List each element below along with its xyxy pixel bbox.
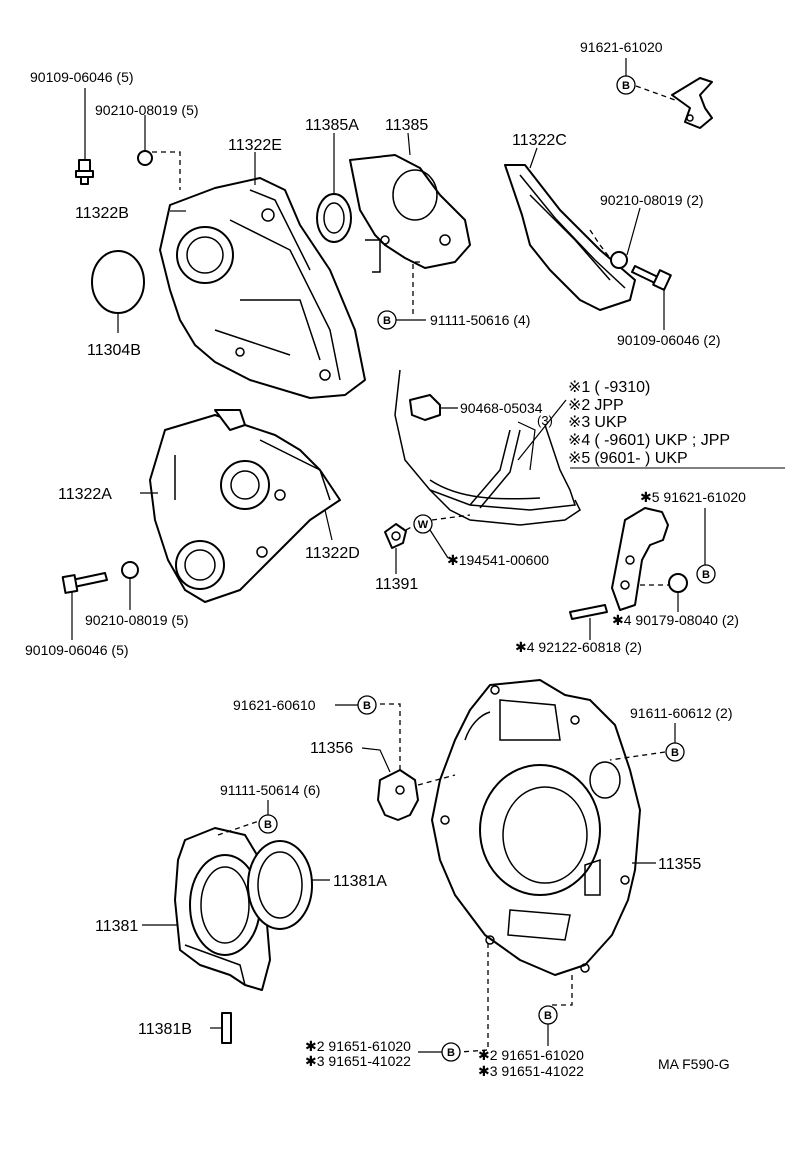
label-11304B: 11304B <box>87 342 141 359</box>
bubble-w-sensor: W <box>413 514 433 534</box>
engine-block-section <box>394 369 581 526</box>
label-11385A: 11385A <box>305 117 359 134</box>
label-90468-05034: 90468-05034 <box>460 400 543 416</box>
label-b-left-2: ✱3 91651-41022 <box>305 1053 411 1069</box>
svg-text:B: B <box>544 1010 552 1022</box>
label-11322D: 11322D <box>305 545 360 562</box>
legend-5: ※5(9601- ) UKP <box>568 450 688 467</box>
svg-text:B: B <box>622 80 630 92</box>
label-11355: 11355 <box>658 856 701 873</box>
bubble-b-lower-left: B <box>441 1042 461 1062</box>
bubble-b-mid-right: B <box>696 564 716 584</box>
label-91621-61020-mid: ✱5 91621-61020 <box>640 489 746 505</box>
timing-cover-11322B <box>159 177 366 399</box>
retainer-11381 <box>174 827 271 991</box>
label-91621-60610: 91621-60610 <box>233 697 316 713</box>
label-b-right-2: ✱3 91651-41022 <box>478 1063 584 1079</box>
label-11322E: 11322E <box>228 137 282 154</box>
plug-11304B <box>91 250 145 333</box>
svg-text:B: B <box>447 1047 455 1059</box>
end-plate-11355 <box>431 679 641 976</box>
label-11391: 11391 <box>375 576 418 593</box>
label-90210-08019-right: 90210-08019 (2) <box>600 192 704 208</box>
nut-90210-08019-mid <box>121 561 139 610</box>
bubble-b-bottom-left: B <box>357 695 377 715</box>
label-11381B: 11381B <box>138 1021 192 1038</box>
label-91111-50616: 91111-50616 (4) <box>430 312 530 328</box>
bolt-90109-06046-mid <box>61 572 108 640</box>
bubble-b-top-right: B <box>616 75 636 95</box>
label-11385: 11385 <box>385 117 428 134</box>
label-b-left-1: ✱2 91651-61020 <box>305 1038 411 1054</box>
gasket-11385 <box>349 132 471 273</box>
svg-text:B: B <box>363 700 371 712</box>
bracket-91621-61020-top <box>671 77 713 129</box>
timing-cover-11322A <box>149 409 341 603</box>
legend-1: ※1( -9310) <box>568 379 650 396</box>
label-90210-08019-top: 90210-08019 (5) <box>95 102 199 118</box>
label-90179-08040: ✱4 90179-08040 (2) <box>612 612 739 628</box>
label-11322B: 11322B <box>75 205 129 222</box>
label-90468-qty: (3) <box>537 413 553 428</box>
bubble-b-seal: B <box>258 814 278 834</box>
label-11381A: 11381A <box>333 873 387 890</box>
oil-seal-11381A <box>247 840 330 930</box>
label-11322C: 11322C <box>512 132 567 149</box>
label-b-right-1: ✱2 91651-61020 <box>478 1047 584 1063</box>
label-90109-06046-right: 90109-06046 (2) <box>617 332 721 348</box>
label-90109-06046-top: 90109-06046 (5) <box>30 69 134 85</box>
label-91611-60612: 91611-60612 (2) <box>630 705 732 721</box>
cover-plate-11322C <box>504 147 636 311</box>
sensor-11391 <box>384 523 407 574</box>
label-90109-06046-mid: 90109-06046 (5) <box>25 642 129 658</box>
bubble-b-top-mid: B <box>377 310 397 330</box>
nut-90210-08019-top <box>137 115 181 190</box>
stud-92122-60818 <box>569 604 608 640</box>
label-91621-61020-top: 91621-61020 <box>580 39 663 55</box>
label-11381: 11381 <box>95 918 138 935</box>
bolt-90109-06046-right <box>631 265 672 330</box>
bracket-91621-61020-mid <box>611 507 669 611</box>
bubble-b-lower-right: B <box>538 1005 558 1025</box>
oil-seal-11385A <box>316 133 352 243</box>
clip-90468-05034 <box>409 394 536 471</box>
diagram-code: MA F590-G <box>658 1056 730 1072</box>
svg-text:B: B <box>383 315 391 327</box>
label-91111-50614: 91111-50614 (6) <box>220 782 320 798</box>
svg-text:B: B <box>702 569 710 581</box>
label-11322A: 11322A <box>58 486 112 503</box>
label-11356: 11356 <box>310 740 353 757</box>
nut-90179-08040 <box>668 573 688 612</box>
svg-text:B: B <box>671 747 679 759</box>
label-90210-08019-mid: 90210-08019 (5) <box>85 612 189 628</box>
svg-text:B: B <box>264 819 272 831</box>
label-194541-00600: ✱194541-00600 <box>447 552 549 568</box>
legend-4: ※4( -9601) UKP ; JPP <box>568 432 730 449</box>
label-92122-60818: ✱4 92122-60818 (2) <box>515 639 642 655</box>
stud-11381B <box>210 1012 232 1044</box>
nut-90210-08019-right <box>610 207 641 269</box>
bracket-11356 <box>361 747 419 821</box>
bubble-b-bottom-right: B <box>665 742 685 762</box>
bolt-90109-06046-top <box>75 88 94 185</box>
svg-text:W: W <box>418 519 429 531</box>
